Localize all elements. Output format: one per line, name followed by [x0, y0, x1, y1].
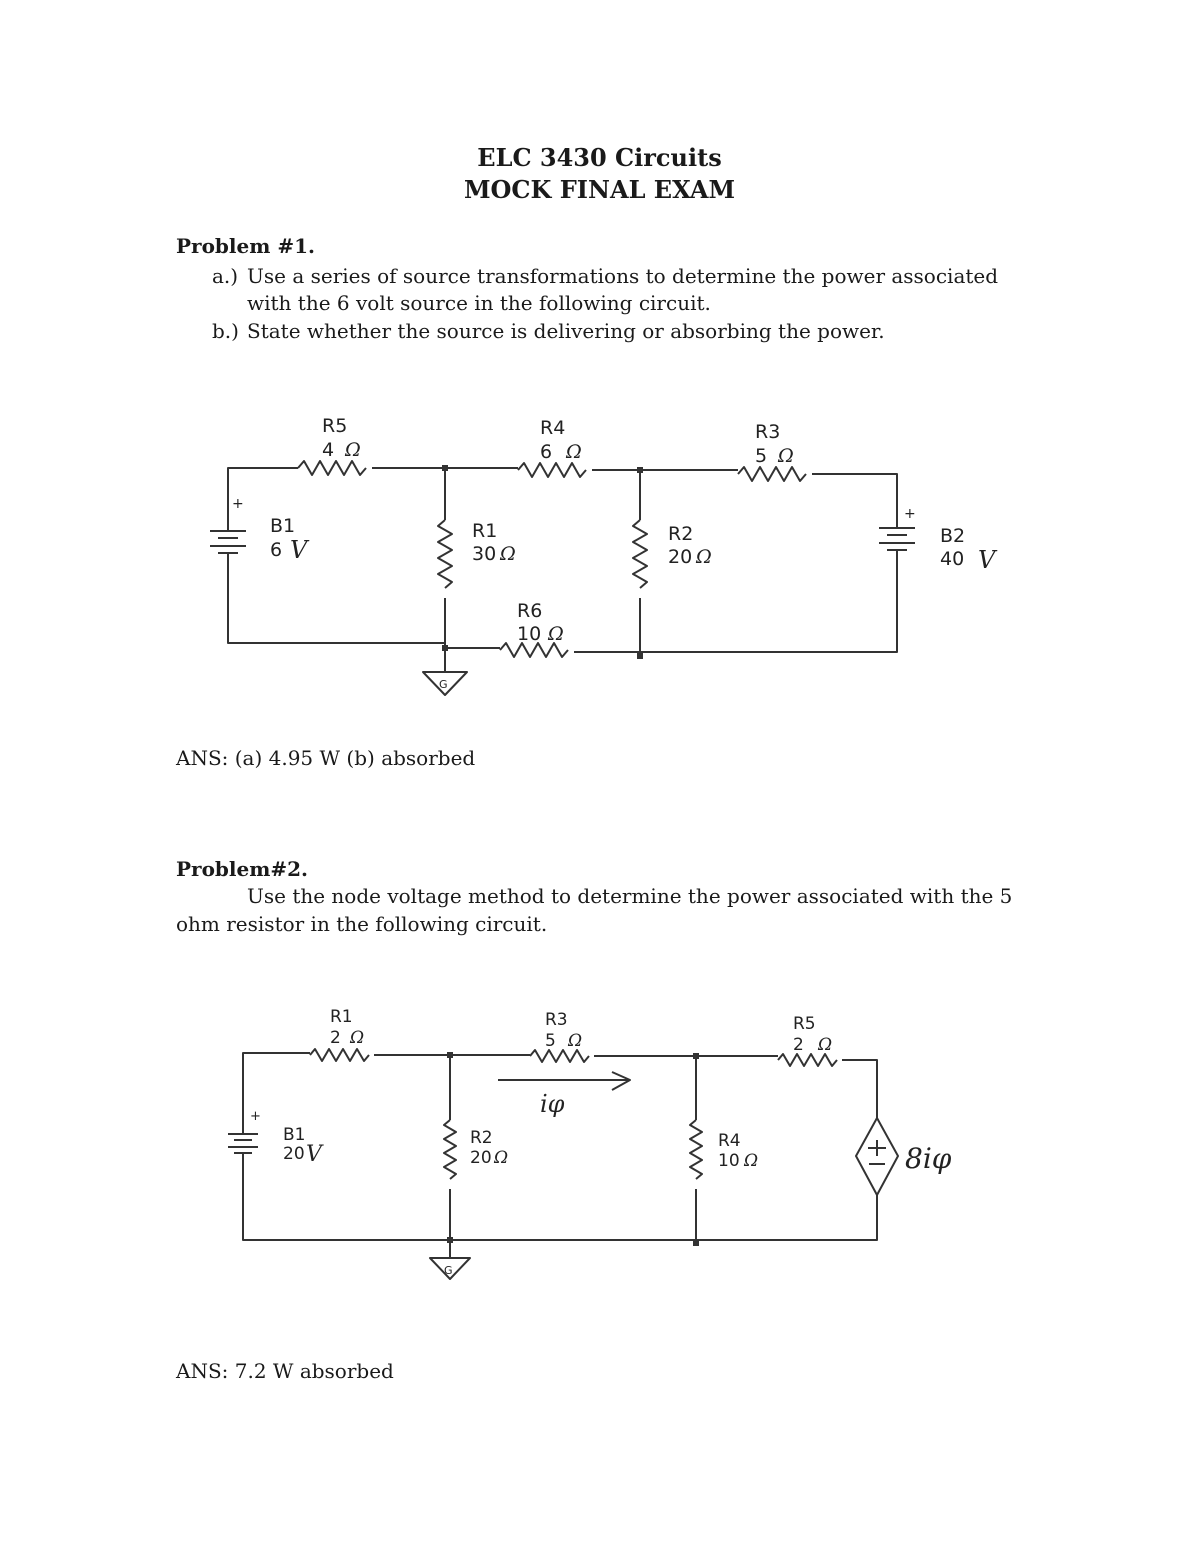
b1-volt: V — [306, 1142, 324, 1167]
problem1-heading: Problem #1. — [176, 234, 315, 258]
ground-label: G — [444, 1264, 453, 1277]
b2-name: B2 — [940, 525, 965, 547]
r3-ohm: Ω — [777, 445, 794, 467]
b1-plus: + — [232, 496, 244, 512]
r2-name: R2 — [470, 1128, 493, 1148]
b1-volt: V — [290, 536, 310, 564]
battery-b1-symbol — [228, 1133, 258, 1154]
wire — [242, 1120, 450, 1241]
r6-value: 10 — [517, 623, 541, 645]
r1-value: 2 — [330, 1028, 341, 1048]
wire — [842, 1059, 878, 1118]
resistor-r4-symbol — [517, 462, 587, 478]
problem2-answer: ANS: 7.2 W absorbed — [176, 1359, 394, 1383]
wire — [227, 467, 298, 505]
problem2-heading: Problem#2. — [176, 857, 309, 881]
r5-value: 4 — [322, 439, 334, 461]
ground-label: G — [439, 678, 448, 691]
node-dot — [693, 1240, 699, 1246]
r6-name: R6 — [517, 600, 542, 622]
problem1-part-a-line1: Use a series of source transformations t… — [247, 264, 999, 288]
node-dot — [447, 1052, 453, 1058]
b2-volt: V — [978, 546, 998, 574]
node-dot — [447, 1237, 453, 1243]
r5-ohm: Ω — [344, 439, 361, 461]
r5-value: 2 — [793, 1035, 804, 1055]
resistor-r2-symbol — [443, 1119, 457, 1180]
resistor-r4-symbol — [689, 1119, 703, 1180]
course-title: ELC 3430 Circuits — [477, 143, 722, 172]
problem1-part-a-label: a.) — [212, 264, 239, 288]
r4-value: 10 — [718, 1151, 740, 1171]
r4-ohm: Ω — [565, 441, 582, 463]
resistor-r6-symbol — [499, 642, 569, 658]
b1-name: B1 — [270, 515, 295, 537]
source-polarity-mark — [868, 1140, 886, 1165]
r3-value: 5 — [755, 445, 767, 467]
current-label: iφ — [540, 1090, 565, 1118]
problem1-answer: ANS: (a) 4.95 W (b) absorbed — [176, 746, 476, 770]
r3-name: R3 — [755, 421, 780, 443]
r5-name: R5 — [793, 1014, 816, 1034]
resistor-r5-symbol — [297, 460, 367, 476]
r1-value: 30 — [472, 543, 496, 565]
battery-b1-symbol — [210, 530, 246, 554]
b1-value: 6 — [270, 539, 282, 561]
node-dot — [637, 467, 643, 473]
r4-ohm: Ω — [743, 1151, 758, 1171]
node-dot — [693, 1053, 699, 1059]
battery-b2-symbol — [879, 527, 915, 551]
ground-symbol — [422, 648, 468, 696]
wire — [227, 570, 445, 644]
exam-title: MOCK FINAL EXAM — [463, 175, 736, 204]
current-arrow — [498, 1071, 631, 1091]
resistor-r2-symbol — [632, 519, 648, 589]
r1-ohm: Ω — [499, 543, 516, 565]
b2-value: 40 — [940, 548, 964, 570]
resistor-r3-symbol — [529, 1049, 590, 1063]
r2-ohm: Ω — [695, 546, 712, 568]
dependent-source-label: 8iφ — [905, 1142, 952, 1175]
node-dot — [442, 465, 448, 471]
r1-ohm: Ω — [349, 1028, 364, 1048]
circuit-diagram-2: R1 2 Ω R3 5 Ω R5 2 Ω + B1 20 V R2 20 Ω R… — [228, 1007, 952, 1280]
resistor-r5-symbol — [777, 1053, 838, 1067]
b1-name: B1 — [283, 1125, 305, 1145]
problem1-part-a-line2: with the 6 volt source in the following … — [247, 291, 711, 315]
r2-name: R2 — [668, 523, 693, 545]
problem1-part-b-line1: State whether the source is delivering o… — [247, 319, 885, 343]
b2-plus: + — [904, 506, 916, 522]
problem2-line1: Use the node voltage method to determine… — [247, 884, 1013, 908]
wire — [242, 1052, 310, 1120]
r4-value: 6 — [540, 441, 552, 463]
resistor-r1-symbol — [437, 519, 453, 589]
problem1-part-b-label: b.) — [212, 319, 239, 343]
resistor-r1-symbol — [309, 1048, 370, 1062]
r2-value: 20 — [470, 1148, 492, 1168]
resistor-r3-symbol — [737, 466, 807, 482]
node-dot — [442, 645, 448, 651]
r4-name: R4 — [540, 417, 565, 439]
wire — [574, 565, 898, 653]
r3-ohm: Ω — [567, 1031, 582, 1051]
r6-ohm: Ω — [547, 623, 564, 645]
r2-value: 20 — [668, 546, 692, 568]
node-dot — [637, 653, 643, 659]
r5-ohm: Ω — [817, 1035, 832, 1055]
wire — [450, 1195, 878, 1241]
r3-value: 5 — [545, 1031, 556, 1051]
problem2-line2: ohm resistor in the following circuit. — [176, 912, 548, 936]
r2-ohm: Ω — [493, 1148, 508, 1168]
circuit-diagram-1: R5 4 Ω R4 6 Ω R3 5 Ω + B1 6 V R1 30 Ω R2… — [210, 415, 998, 696]
r1-name: R1 — [330, 1007, 353, 1027]
b1-value: 20 — [283, 1144, 305, 1164]
wire — [812, 473, 898, 528]
b1-plus: + — [250, 1109, 261, 1124]
dependent-voltage-source-symbol — [855, 1117, 899, 1196]
r4-name: R4 — [718, 1131, 741, 1151]
r3-name: R3 — [545, 1010, 568, 1030]
r5-name: R5 — [322, 415, 347, 437]
r1-name: R1 — [472, 520, 497, 542]
